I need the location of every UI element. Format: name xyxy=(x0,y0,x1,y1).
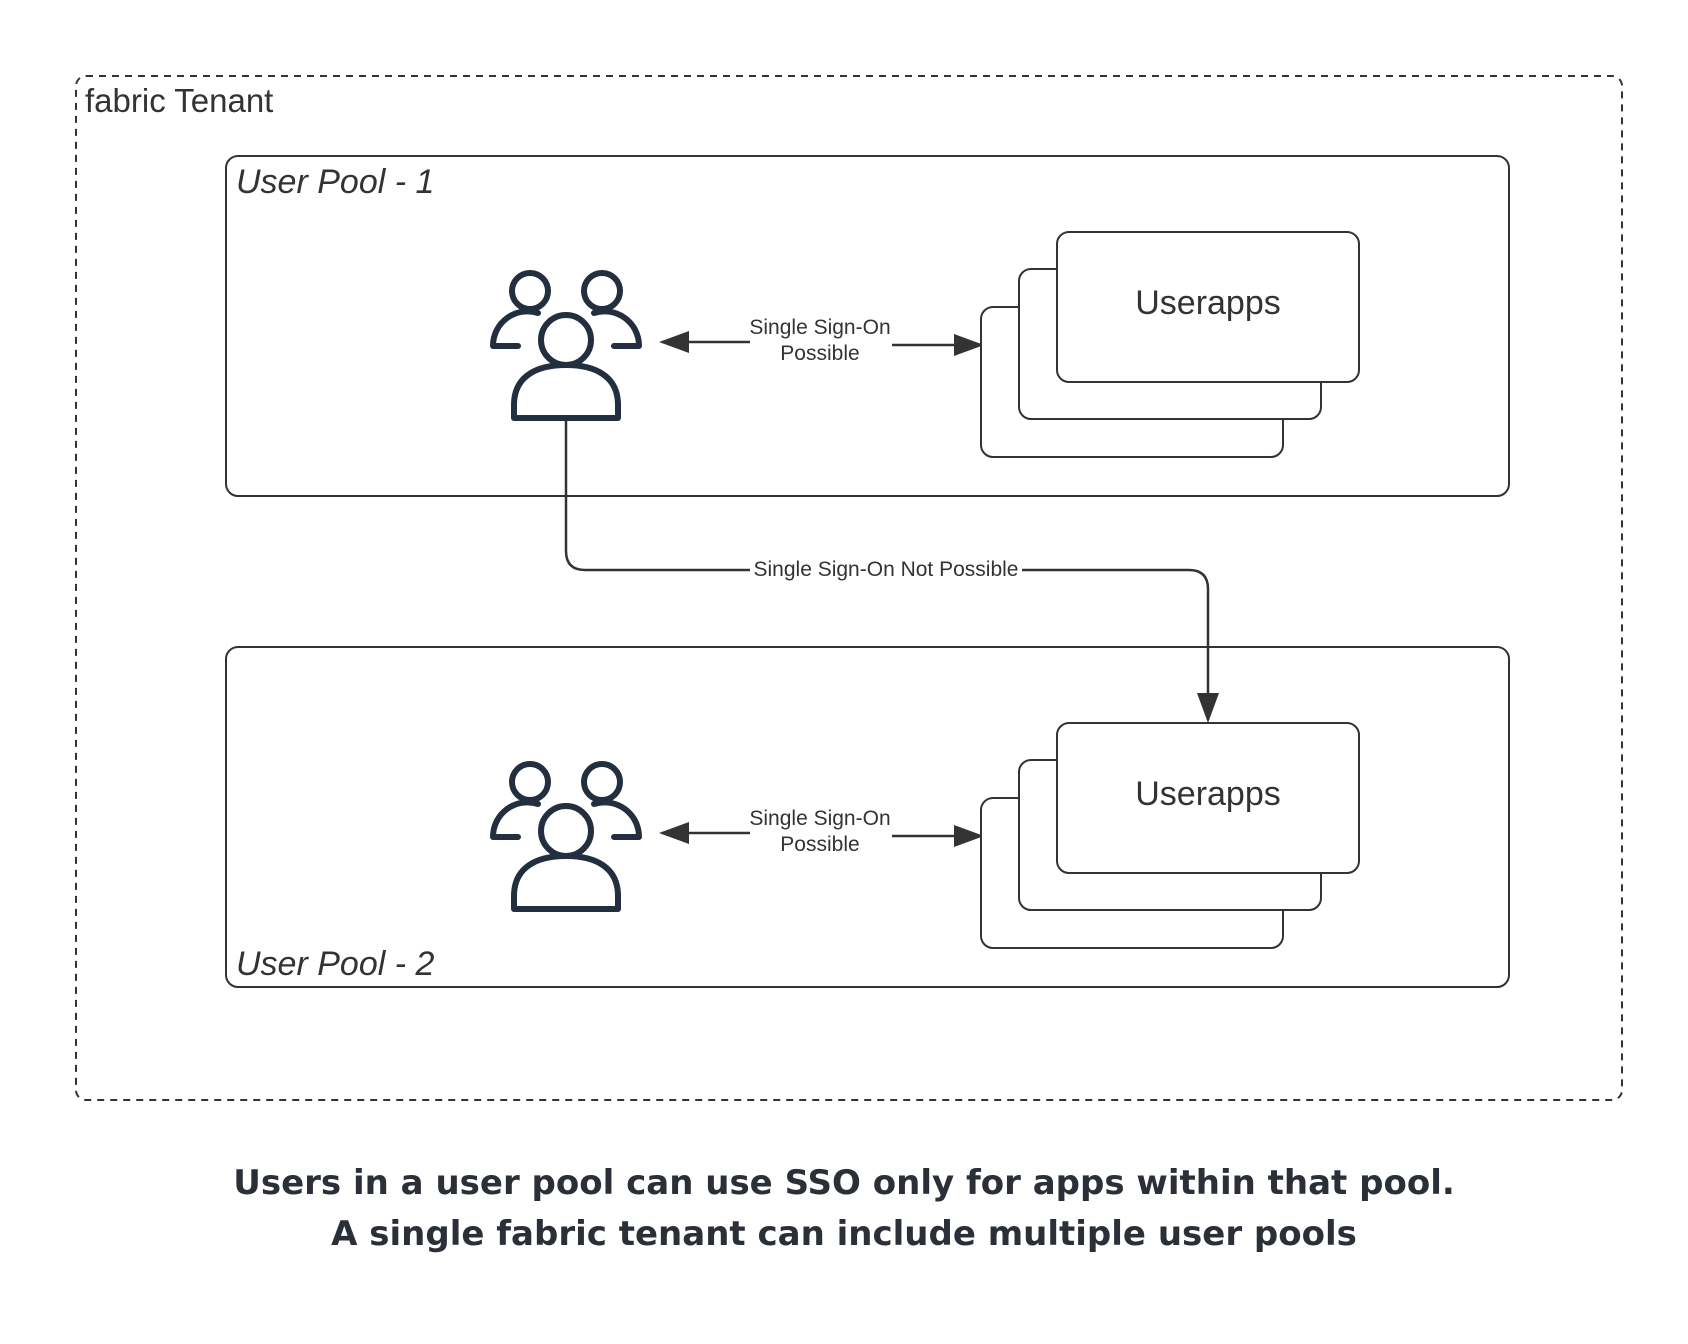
caption-line-2: A single fabric tenant can include multi… xyxy=(331,1214,1357,1254)
user-pool-1: User Pool - 1 Single Sign-On Possible Us… xyxy=(225,155,1510,497)
users-group-icon xyxy=(490,761,642,912)
cross-pool-connector: Single Sign-On Not Possible xyxy=(564,420,1219,723)
caption-line-1: Users in a user pool can use SSO only fo… xyxy=(233,1163,1455,1203)
userapps-card-front[interactable] xyxy=(1056,722,1360,874)
tenant-container: fabric Tenant xyxy=(75,75,1623,1101)
userapps-card-front[interactable] xyxy=(1056,231,1360,383)
sso-not-possible-label: Single Sign-On Not Possible xyxy=(754,558,1019,581)
stacked-apps-icon: Userapps xyxy=(980,231,1360,458)
users-group-icon xyxy=(490,270,642,421)
stacked-apps-icon: Userapps xyxy=(980,722,1360,949)
user-pool-2-label: User Pool - 2 xyxy=(236,945,434,983)
sso-label-line2: Possible xyxy=(780,342,859,365)
userapps-label: Userapps xyxy=(1135,284,1281,322)
sso-label-line2: Possible xyxy=(780,833,859,856)
tenant-label: fabric Tenant xyxy=(85,82,273,119)
sso-label-line1: Single Sign-On xyxy=(749,807,890,830)
sso-label-line1: Single Sign-On xyxy=(749,316,890,339)
user-pool-2: User Pool - 2 Single Sign-On Possible Us… xyxy=(225,646,1510,988)
user-pool-1-label: User Pool - 1 xyxy=(236,163,434,201)
userapps-label: Userapps xyxy=(1135,775,1281,813)
